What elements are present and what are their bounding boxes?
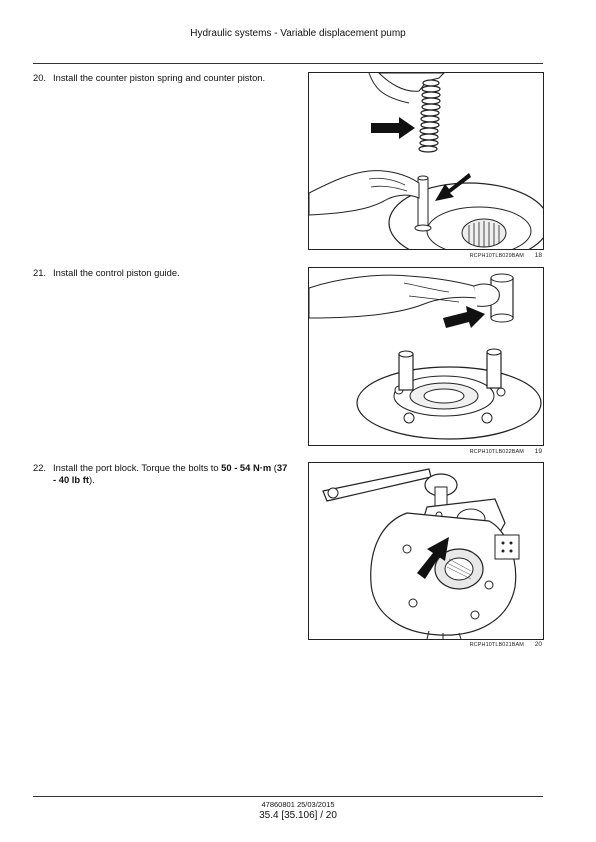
torque-lbft: 37 - 40 lb ft [53,462,288,485]
figure-19 [308,267,544,446]
step-number: 22. [33,462,47,473]
figure-19-caption: RCPH10TLB022BAM 19 [308,448,542,455]
figure-number: 18 [534,252,542,259]
footer-page-reference: 35.4 [35.106] / 20 [259,810,337,821]
figure-number: 20 [534,641,542,648]
step-text-start: Install the port block. Torque the bolts… [53,462,222,473]
step-text: Install the port block. Torque the bolts… [53,462,289,486]
step-number: 21. [33,267,47,278]
figure-number: 19 [534,448,542,455]
step-number: 20. [33,72,47,83]
port-block-wrench-illustration [322,468,520,639]
step-text: Install the control piston guide. [53,267,180,278]
figure-code: RCPH10TLB022BAM [469,449,524,455]
figure-20 [308,462,544,640]
footer-rule [33,796,543,797]
counter-piston-spring-illustration [309,73,543,249]
step-text: Install the counter piston spring and co… [53,72,266,83]
torque-nm: 50 - 54 N·m [221,462,272,473]
figure-20-caption: RCPH10TLB021BAM 20 [308,641,542,648]
header-rule [33,63,543,64]
step-text-end: ). [88,474,95,485]
step-20: 20. Install the counter piston spring and… [33,72,293,84]
control-piston-guide-illustration [309,273,542,440]
page-header-title: Hydraulic systems - Variable displacemen… [190,28,406,39]
figure-code: RCPH10TLB021BAM [469,642,524,648]
figure-18-caption: RCPH10TLB029BAM 18 [308,252,542,259]
footer-document-reference: 47860801 25/03/2015 [261,800,335,809]
step-21: 21. Install the control piston guide. [33,267,293,279]
figure-code: RCPH10TLB029BAM [469,253,524,259]
step-text-middle: ( [271,462,277,473]
step-22: 22. Install the port block. Torque the bo… [33,462,293,486]
figure-18 [308,72,544,250]
